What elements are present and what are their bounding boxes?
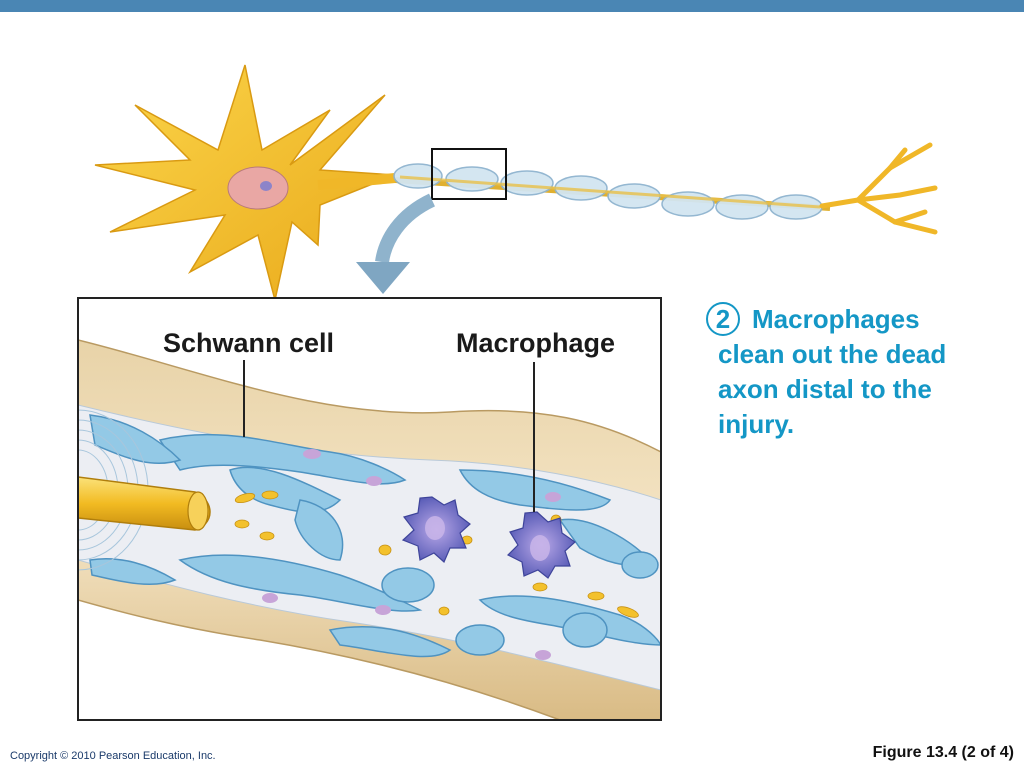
step-number-badge: 2 [706, 302, 740, 336]
copyright-notice: Copyright © 2010 Pearson Education, Inc. [10, 750, 216, 762]
neuron-cell-body [94, 64, 396, 301]
selection-box [431, 148, 507, 200]
myelinated-axon [317, 163, 831, 220]
step-text: Macrophages clean out the dead axon dist… [718, 304, 947, 439]
inset-panel [77, 297, 662, 721]
zoom-arrow [356, 193, 436, 294]
top-bar [0, 0, 1024, 12]
figure-label: Figure 13.4 (2 of 4) [872, 744, 1014, 761]
schwann-cell-label: Schwann cell [163, 328, 335, 358]
macrophage-cells [401, 496, 576, 579]
macrophage-label: Macrophage [456, 328, 616, 358]
axon-terminals [819, 142, 938, 235]
